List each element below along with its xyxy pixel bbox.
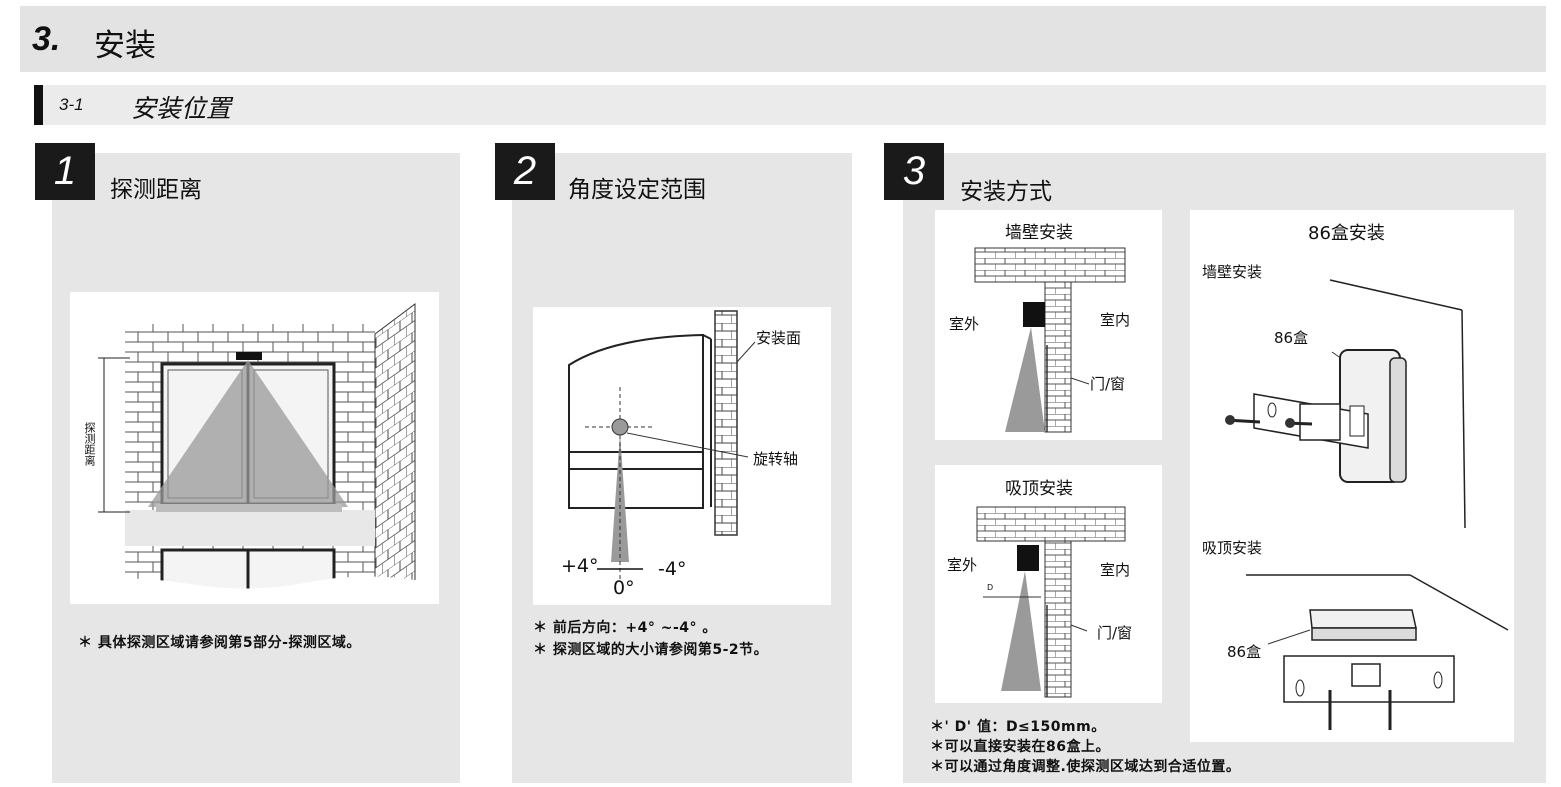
rotation-axis-illustration — [568, 310, 756, 582]
wall-inside-label: 室内 — [1100, 311, 1131, 329]
panel-1-badge: 1 — [35, 143, 95, 200]
door-detection-illustration — [70, 303, 439, 604]
panel-1-title: 探测距离 — [110, 177, 202, 203]
wall-mount-diagram: 墙壁安装 室外 室内 门/窗 — [935, 210, 1162, 440]
wall-outside-label: 室外 — [949, 315, 980, 333]
section-title: 安装 — [94, 28, 156, 64]
box86-mount-diagram: 86盒安装 墙壁安装 86盒 吸顶安装 86盒 — [1190, 210, 1514, 742]
box86-wall-label: 墙壁安装 — [1202, 263, 1263, 281]
box86-title: 86盒安装 — [1308, 223, 1385, 244]
minus-angle-label: -4° — [658, 558, 687, 580]
box86-ceiling-label: 吸顶安装 — [1202, 539, 1263, 557]
ceiling-mount-title: 吸顶安装 — [1005, 479, 1073, 499]
box86-illustration — [1225, 279, 1509, 730]
subsection-title: 安装位置 — [131, 94, 232, 123]
mounting-surface-label: 安装面 — [756, 329, 802, 347]
panel-1-note: ＊ 具体探测区域请参阅第5部分-探测区域。 — [78, 635, 361, 651]
angle-range-diagram: 安装面 旋转轴 +4° -4° 0° — [533, 307, 831, 605]
box86-label-1: 86盒 — [1274, 329, 1309, 347]
zero-angle-label: 0° — [613, 577, 635, 599]
panel-2-title: 角度设定范围 — [568, 177, 706, 203]
ceiling-outside-label: 室外 — [947, 556, 978, 574]
detection-distance-diagram: 探测距离 — [70, 292, 439, 604]
wall-door-label: 门/窗 — [1090, 375, 1126, 393]
ceiling-inside-label: 室内 — [1100, 561, 1131, 579]
d-dimension-label: D — [987, 583, 994, 592]
section-number: 3. — [32, 20, 61, 58]
ceiling-door-label: 门/窗 — [1097, 624, 1133, 642]
ceiling-mount-illustration — [976, 506, 1126, 698]
panel-3-note-1: ＊' D' 值：D≤150mm。 — [930, 719, 1106, 735]
subsection-number: 3-1 — [59, 95, 84, 114]
panel-2-badge: 2 — [495, 143, 555, 200]
box86-label-2: 86盒 — [1227, 643, 1262, 661]
panel-2-note-2: ＊ 探测区域的大小请参阅第5-2节。 — [533, 642, 769, 658]
detection-distance-label: 探测距离 — [83, 422, 96, 466]
rotation-axis-label: 旋转轴 — [753, 450, 799, 468]
panel-3-note-2: ＊可以直接安装在86盒上。 — [930, 739, 1110, 755]
subsection-header: 3-1 安装位置 — [34, 85, 1546, 125]
wall-mount-illustration — [974, 247, 1126, 433]
panel-3-title: 安装方式 — [960, 179, 1052, 205]
panel-3-badge: 3 — [884, 143, 944, 200]
panel-2-note-1: ＊ 前后方向：+4° ~-4° 。 — [533, 620, 717, 636]
plus-angle-label: +4° — [561, 555, 599, 577]
wall-mount-title: 墙壁安装 — [1005, 223, 1073, 243]
panel-3-note-3: ＊可以通过角度调整.使探测区域达到合适位置。 — [930, 759, 1241, 775]
section-header: 3. 安装 — [20, 6, 1546, 72]
ceiling-mount-diagram: 吸顶安装 D 室外 室内 门/窗 — [935, 465, 1162, 703]
